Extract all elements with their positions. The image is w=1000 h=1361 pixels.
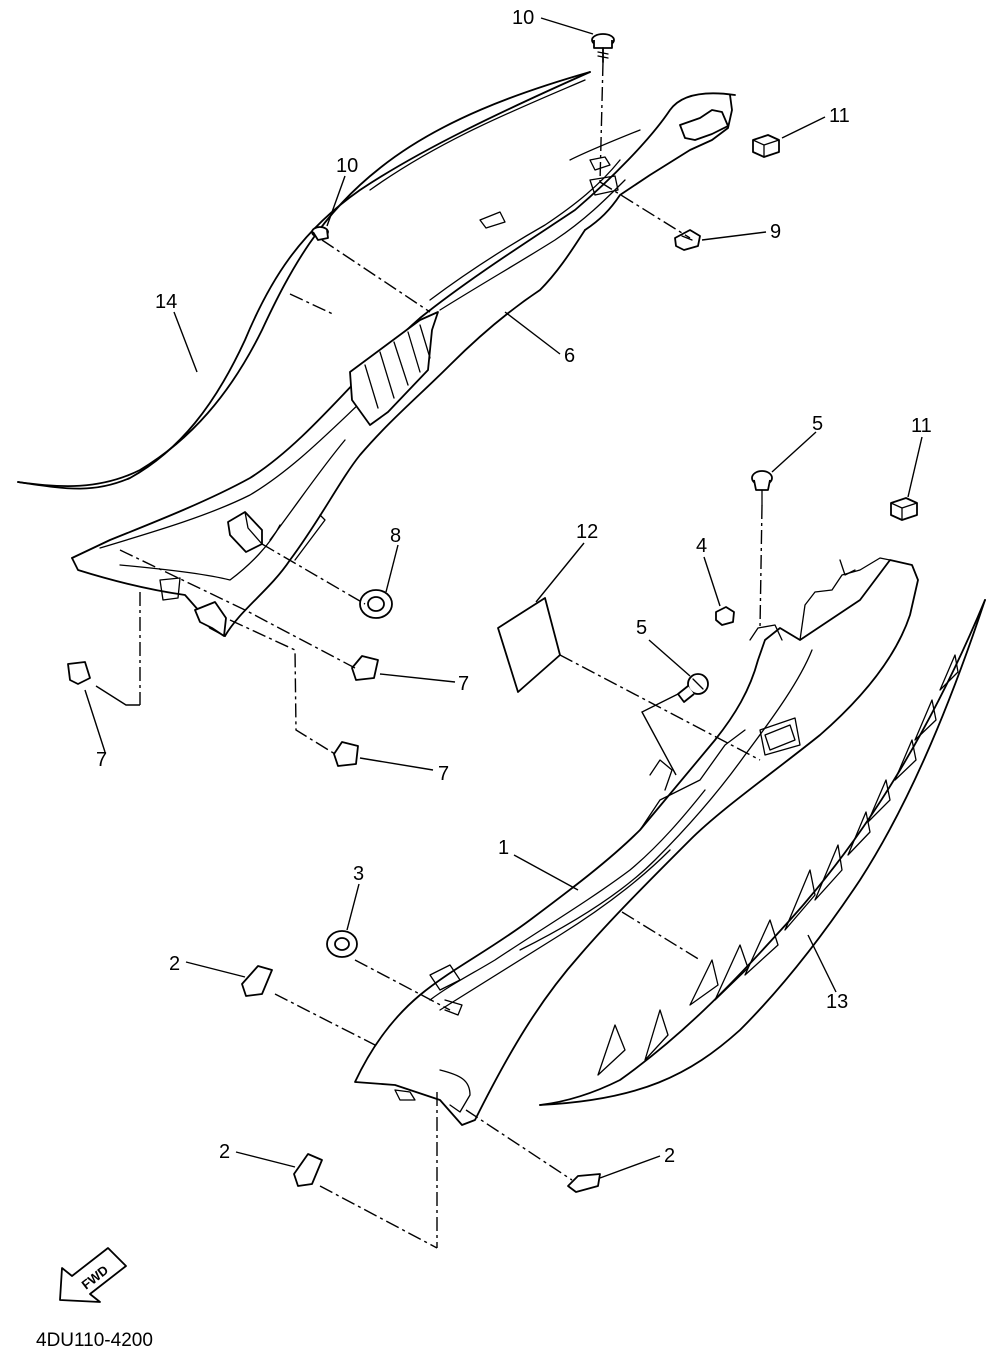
screw-icon [311,226,329,241]
callout-12: 12 [576,521,598,543]
callout-10-top: 10 [512,7,534,29]
callout-10-left: 10 [336,155,358,177]
callout-3: 3 [353,863,364,885]
rubber-pad-icon [333,741,359,767]
callout-8: 8 [390,525,401,547]
callout-7-left: 7 [96,749,107,771]
grommet-icon [359,589,393,619]
callout-2-left-a: 2 [169,953,180,975]
nut-clip-icon [674,229,701,251]
label-pad-icon [497,597,561,693]
callout-13: 13 [826,991,848,1013]
callout-2-left-b: 2 [219,1141,230,1163]
callout-5-top: 5 [812,413,823,435]
screw-icon [591,33,615,63]
nut-clip-icon [715,606,735,626]
side-trim-strip-right [539,599,986,1106]
rubber-pad-icon [67,661,91,685]
callout-5-mid: 5 [636,617,647,639]
callout-1: 1 [498,837,509,859]
callout-numbers: 10 11 10 9 14 6 5 11 8 12 4 5 7 7 7 1 3 … [96,7,932,1167]
callout-11-top: 11 [829,105,850,127]
callout-6: 6 [564,345,575,367]
rubber-pad-icon [293,1153,323,1187]
callout-4: 4 [696,535,707,557]
callout-7-right-b: 7 [438,763,449,785]
square-nut-icon [890,497,918,521]
screw-icon [677,673,709,703]
callout-11-right: 11 [911,415,932,437]
callout-7-right-a: 7 [458,673,469,695]
callout-9: 9 [770,221,781,243]
rubber-pad-icon [241,965,273,997]
leader-lines [84,17,923,1179]
fwd-arrow-icon: FWD [59,1247,127,1303]
callout-2-right: 2 [664,1145,675,1167]
grommet-icon [326,930,358,958]
square-nut-icon [752,134,780,158]
screw-icon [751,470,773,506]
damper-icon [227,511,263,553]
assembly-lines [95,61,763,1249]
diagram-code: 4DU110-4200 [36,1330,153,1351]
side-cover-right [354,557,919,1126]
rubber-pad-icon [567,1173,601,1193]
side-cover-left [71,92,736,637]
callout-14: 14 [155,291,177,313]
rubber-pad-icon [351,655,379,681]
side-trim-strip-left [17,71,591,490]
